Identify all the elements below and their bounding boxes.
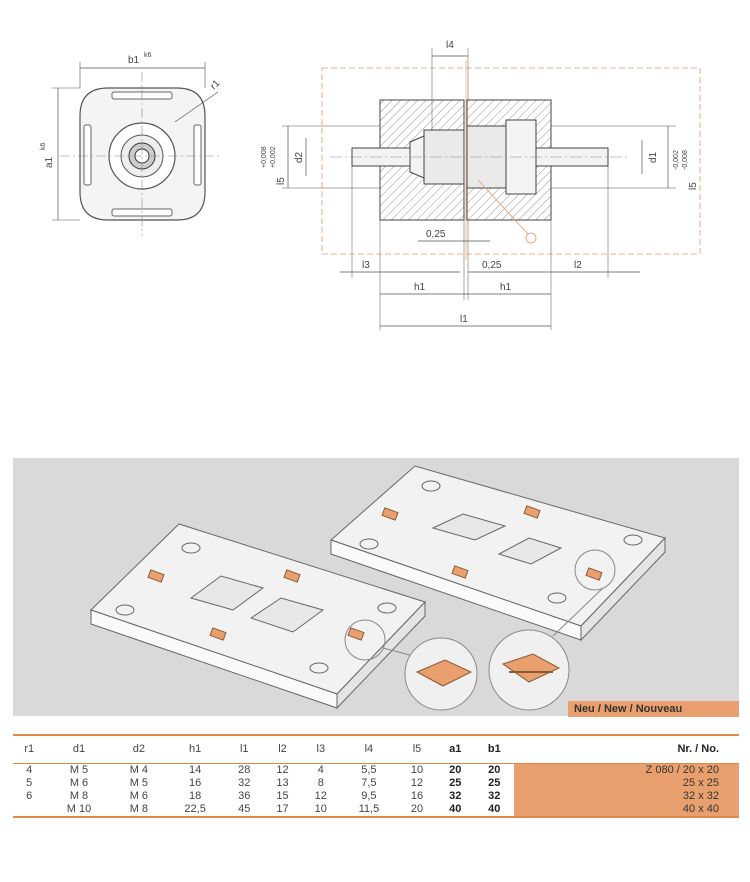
cell: 25 — [488, 777, 501, 789]
cell: 40 — [436, 803, 475, 818]
col-b1: b1 — [474, 734, 515, 764]
col-h1: h1 — [165, 734, 226, 764]
cell: 32 — [238, 777, 251, 789]
col-d2: d2 — [112, 734, 166, 764]
table-row: M 10 M 8 22,5 45 17 10 11,5 20 40 40 40 … — [13, 803, 739, 818]
cell: 16 — [189, 777, 202, 789]
cell: 12 — [410, 777, 424, 789]
cell: 25 — [449, 777, 462, 789]
cell: 14 — [189, 764, 202, 776]
tol-right-a: -0,002 — [673, 150, 680, 170]
cell: 11,5 — [339, 803, 398, 818]
cell: 36 — [238, 790, 251, 802]
cell: M 5 — [69, 764, 89, 776]
col-a1: a1 — [436, 734, 475, 764]
r1-label: r1 — [208, 78, 222, 92]
col-l4: l4 — [339, 734, 398, 764]
cell: 45 — [225, 803, 264, 818]
cell: 22,5 — [165, 803, 226, 818]
cell: M 10 — [45, 803, 113, 818]
section-view — [282, 48, 701, 330]
cell: 12 — [276, 764, 289, 776]
cell: 12 — [314, 790, 327, 802]
l5-left-label: l5 — [276, 177, 287, 185]
cell — [13, 803, 46, 818]
table-header-row: r1 d1 d2 h1 l1 l2 l3 l4 l5 a1 b1 Nr. / N… — [13, 734, 739, 764]
cell: 17 — [263, 803, 302, 818]
cell: 32 — [449, 790, 462, 802]
l2-label: l2 — [574, 260, 582, 271]
cell: 18 — [189, 790, 202, 802]
cell: 28 — [238, 764, 251, 776]
a1-label: a1 — [44, 156, 55, 168]
tol-right-b: -0,008 — [682, 150, 689, 170]
cell: 4 — [317, 764, 324, 776]
cell: 9,5 — [361, 790, 377, 802]
order-number-cell: 40 x 40 — [514, 803, 739, 818]
cell: 5 — [26, 777, 33, 789]
b1-label: b1 — [128, 55, 140, 66]
cell: 16 — [410, 790, 424, 802]
cell: M 4 — [129, 764, 149, 776]
cell: 20 — [449, 764, 462, 776]
cell: 32 — [488, 790, 501, 802]
l4-label: l4 — [446, 40, 454, 51]
right-plate — [330, 465, 666, 642]
cell: 10 — [301, 803, 340, 818]
specification-table: r1 d1 d2 h1 l1 l2 l3 l4 l5 a1 b1 Nr. / N… — [13, 734, 739, 818]
cell: M 5 — [129, 777, 149, 789]
order-number-cell: Z 080 / 20 x 20 — [514, 763, 739, 777]
col-l3: l3 — [301, 734, 340, 764]
cell: 7,5 — [361, 777, 377, 789]
l1-label: l1 — [460, 314, 468, 325]
cell: 8 — [317, 777, 324, 789]
tol-left-b: +0,002 — [270, 146, 277, 168]
technical-drawing: b1 k6 a1 k6 r1 — [40, 40, 701, 330]
top-view — [52, 62, 220, 236]
table-row: 4 M 5 M 4 14 28 12 4 5,5 10 20 20 Z 080 … — [13, 763, 739, 777]
new-badge: Neu / New / Nouveau — [568, 701, 739, 717]
d2-label: d2 — [294, 151, 305, 163]
cell: 4 — [26, 764, 33, 776]
tol-left-a: +0,008 — [261, 146, 268, 168]
cell: 15 — [276, 790, 289, 802]
cell: M 8 — [69, 790, 89, 802]
col-l5: l5 — [397, 734, 437, 764]
gap-label-outer: 0,25 — [482, 260, 502, 271]
h1-left-label: h1 — [414, 282, 426, 293]
table-row: 6 M 8 M 6 18 36 15 12 9,5 16 32 32 32 x … — [13, 790, 739, 803]
col-l1: l1 — [225, 734, 264, 764]
l3-label: l3 — [362, 260, 370, 271]
col-r1: r1 — [13, 734, 46, 764]
l5-right-label: l5 — [688, 182, 699, 190]
cell: 10 — [410, 764, 424, 776]
product-photo — [13, 458, 739, 716]
gap-label-inner: 0,25 — [426, 229, 446, 240]
cell: 5,5 — [361, 764, 377, 776]
cell: 40 — [474, 803, 515, 818]
a1-tolerance-label: k6 — [40, 143, 47, 151]
col-l2: l2 — [263, 734, 302, 764]
cell: 20 — [488, 764, 501, 776]
cell: 6 — [26, 790, 33, 802]
h1-right-label: h1 — [500, 282, 512, 293]
order-number-cell: 25 x 25 — [514, 777, 739, 790]
cell: M 8 — [112, 803, 166, 818]
cell: 20 — [397, 803, 437, 818]
table-row: 5 M 6 M 5 16 32 13 8 7,5 12 25 25 25 x 2… — [13, 777, 739, 790]
d1-label: d1 — [648, 151, 659, 163]
cell: M 6 — [69, 777, 89, 789]
detail-callouts — [344, 549, 616, 711]
order-number-cell: 32 x 32 — [514, 790, 739, 803]
b1-tolerance-label: k6 — [144, 52, 152, 59]
cell: 13 — [276, 777, 289, 789]
left-plate — [90, 523, 426, 710]
cell: M 6 — [129, 790, 149, 802]
col-order-number: Nr. / No. — [514, 734, 739, 764]
mold-plates-illustration — [90, 465, 666, 711]
col-d1: d1 — [45, 734, 113, 764]
